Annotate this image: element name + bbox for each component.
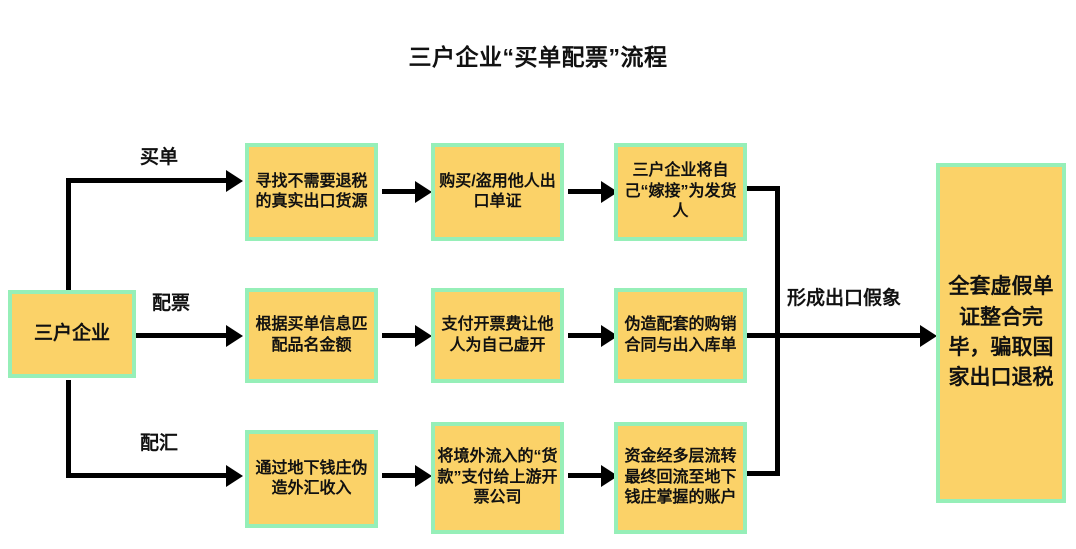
arrowhead-r3c2-to-r3c3 bbox=[601, 465, 618, 487]
page-title: 三户企业“买单配票”流程 bbox=[408, 44, 668, 70]
connector-trunk-vertical bbox=[66, 178, 71, 358]
node-r2c1[interactable]: 根据买单信息匹配品名金额 bbox=[245, 288, 378, 383]
connector-r1c1-to-r1c2 bbox=[382, 189, 422, 194]
node-r3c1-label: 通过地下钱庄伪造外汇收入 bbox=[255, 459, 368, 497]
node-r3c3-label: 资金经多层流转最终回流至地下钱庄掌握的账户 bbox=[624, 448, 737, 507]
node-r3c3[interactable]: 资金经多层流转最终回流至地下钱庄掌握的账户 bbox=[614, 422, 747, 534]
arrowhead-r2c1-to-r2c2 bbox=[415, 325, 432, 347]
node-r3c2-label: 将境外流入的“货款”支付给上游开票公司 bbox=[437, 448, 558, 507]
connector-r2c1-to-r2c2 bbox=[382, 333, 422, 338]
connector-merge-row3 bbox=[747, 471, 780, 476]
connector-branch1 bbox=[66, 178, 228, 183]
node-r1c2[interactable]: 购买/盗用他人出口单证 bbox=[431, 143, 564, 241]
node-r2c2[interactable]: 支付开票费让他人为自己虚开 bbox=[431, 288, 564, 383]
branch-label-1: 买单 bbox=[140, 147, 179, 168]
arrowhead-r3c1-to-r3c2 bbox=[415, 465, 432, 487]
arrowhead-branch1 bbox=[226, 170, 243, 192]
node-r1c3[interactable]: 三户企业将自己“嫁接”为发货人 bbox=[614, 143, 747, 241]
branch-label-3: 配汇 bbox=[140, 433, 179, 454]
connector-merge-to-final bbox=[747, 333, 927, 338]
connector-r3c1-to-r3c2 bbox=[382, 473, 422, 478]
arrowhead-r1c2-to-r1c3 bbox=[601, 181, 618, 203]
node-r1c3-label: 三户企业将自己“嫁接”为发货人 bbox=[624, 162, 737, 221]
branch-label-2: 配票 bbox=[152, 293, 191, 314]
arrowhead-final bbox=[920, 325, 937, 347]
node-source[interactable]: 三户企业 bbox=[8, 290, 136, 378]
connector-merge-row1 bbox=[747, 186, 780, 191]
node-source-label: 三户企业 bbox=[33, 322, 110, 344]
node-r2c3-label: 伪造配套的购销合同与出入库单 bbox=[624, 316, 737, 354]
node-r2c2-label: 支付开票费让他人为自己虚开 bbox=[441, 316, 554, 354]
node-r3c1[interactable]: 通过地下钱庄伪造外汇收入 bbox=[245, 430, 378, 528]
connector-r3c2-to-r3c3 bbox=[568, 473, 608, 478]
arrowhead-branch3 bbox=[226, 465, 243, 487]
node-final[interactable]: 全套虚假单证整合完毕，骗取国家出口退税 bbox=[936, 163, 1066, 503]
connector-merge-vertical bbox=[775, 186, 780, 476]
arrowhead-r1c1-to-r1c2 bbox=[415, 181, 432, 203]
node-r3c2[interactable]: 将境外流入的“货款”支付给上游开票公司 bbox=[431, 422, 564, 534]
connector-r2c2-to-r2c3 bbox=[568, 333, 608, 338]
connector-branch3 bbox=[66, 473, 228, 478]
arrowhead-branch2 bbox=[226, 325, 243, 347]
arrowhead-r2c2-to-r2c3 bbox=[601, 325, 618, 347]
connector-r1c2-to-r1c3 bbox=[568, 189, 608, 194]
node-r2c3[interactable]: 伪造配套的购销合同与出入库单 bbox=[614, 288, 747, 383]
connector-branch2 bbox=[136, 333, 228, 338]
connector-trunk-vertical-lower bbox=[66, 380, 71, 478]
node-r1c1-label: 寻找不需要退税的真实出口货源 bbox=[255, 172, 368, 210]
node-r2c1-label: 根据买单信息匹配品名金额 bbox=[255, 316, 368, 354]
node-r1c1[interactable]: 寻找不需要退税的真实出口货源 bbox=[245, 143, 378, 241]
merge-label: 形成出口假象 bbox=[787, 288, 902, 309]
node-final-label: 全套虚假单证整合完毕，骗取国家出口退税 bbox=[948, 275, 1054, 390]
node-r1c2-label: 购买/盗用他人出口单证 bbox=[439, 172, 556, 210]
